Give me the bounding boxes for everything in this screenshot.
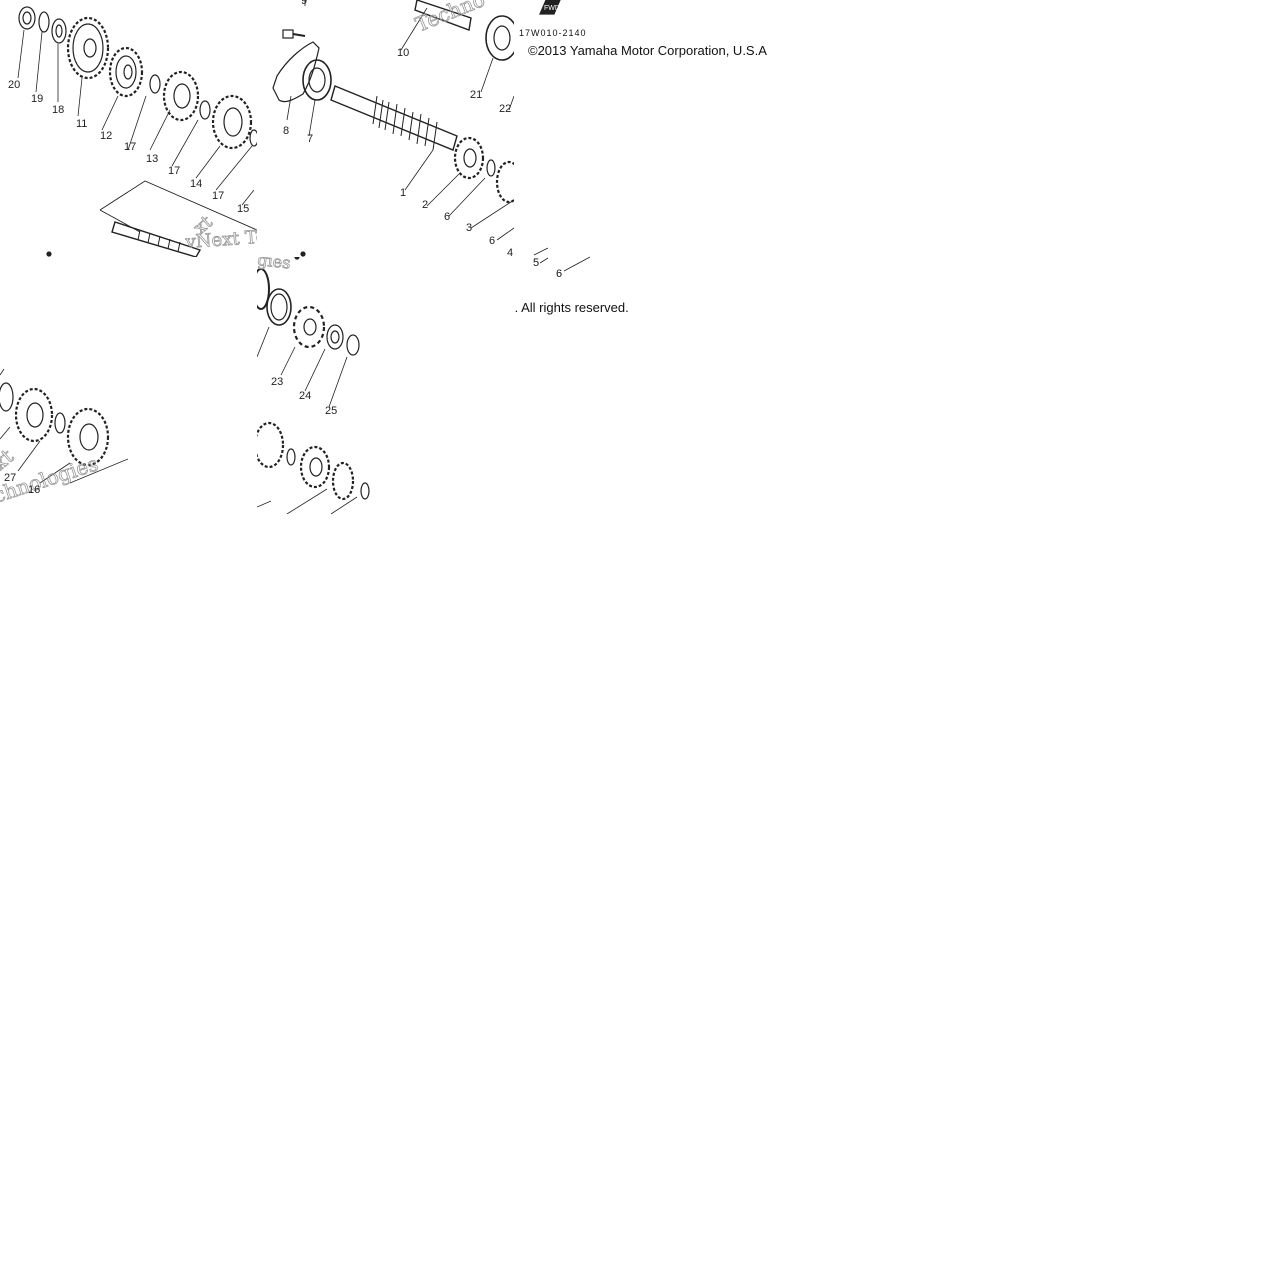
callout-label: 5 [533,257,540,269]
circlip-part-17 [149,74,161,94]
callout-label: 12 [100,130,112,142]
diagram-tile-bottom-left: chnologies xt 27 16 [0,257,257,514]
bearing-part-21 [485,15,514,61]
callout-label: 22 [499,103,511,115]
main-axle-part-1 [330,85,458,151]
callout-label: 9 [301,0,307,7]
copyright-line-1: ©2013 Yamaha Motor Corporation, U.S.A [528,43,767,58]
fwd-mark: FWD [544,5,560,12]
callout-label: 11 [76,118,87,130]
gear-part-27 [14,387,54,443]
watermark-text: gies [257,257,291,272]
diagram-tile-top-middle: Techno 10 8 7 21 22 1 2 6 3 6 4 9 [257,0,514,257]
sprocket-part-24 [292,305,326,349]
callout-label: 17 [124,141,136,153]
callout-label: 20 [8,79,20,91]
circlip-part-25 [346,334,360,356]
fwd-arrow-icon: FWD [533,0,561,256]
washer-part-19 [38,11,50,33]
gear-part-11 [66,16,110,80]
counter-shaft [111,221,202,257]
bolt-part-9 [282,29,306,39]
diagram-tile-top-right: FWD 17W010-2140 ©2013 Yamaha Motor Corpo… [514,0,774,257]
bush-part-20 [18,6,36,30]
callout-label: 24 [299,390,311,402]
exploded-view-drawing: vNext Tec xt 20 19 18 11 12 17 13 17 14 … [8,6,257,257]
drawing-code: 17W010-2140 [519,28,587,38]
exploded-view-drawing: gies 23 24 25 [257,257,370,514]
callout-label: 6 [556,268,563,280]
watermark-text: xt [0,444,18,475]
washer-part-18 [51,18,67,44]
callout-label: 23 [271,376,283,388]
callout-label: 19 [31,93,43,105]
gear-part-14 [211,94,253,150]
callout-label: 6 [489,235,495,247]
callout-label: 17 [212,190,224,202]
exploded-view-drawing: chnologies xt 27 16 [0,368,129,508]
gear-part-12 [108,46,144,98]
bearing-part-7 [302,59,332,101]
callout-label: 21 [470,89,482,101]
callout-label: 17 [168,165,180,177]
callout-label: 8 [283,125,289,137]
callout-label: 15 [237,203,249,215]
callout-label: 4 [507,247,513,257]
gear-part-13 [162,70,200,122]
callout-label: 25 [325,405,337,417]
callout-label: 1 [400,187,406,199]
stopper-plate-part-8 [272,41,320,103]
gear-part-2 [453,136,485,180]
callout-label: 18 [52,104,64,116]
gear-part-16 [66,407,110,467]
diagram-tile-bottom-middle: gies 23 24 25 [257,257,514,514]
callout-label: 7 [307,133,313,145]
callout-label: 2 [422,199,428,211]
callout-label: 16 [28,484,40,496]
callout-label: 13 [146,153,158,165]
callout-label: 14 [190,178,202,190]
callout-label: 3 [466,222,472,234]
copyright-line-2: . All rights reserved. [512,300,629,315]
callout-label: 6 [444,211,450,223]
diagram-tile-top-left: vNext Tec xt 20 19 18 11 12 17 13 17 14 … [0,0,257,257]
callout-label: 10 [397,47,409,59]
watermark-text: Techno [412,0,488,37]
exploded-view-drawing: Techno 10 8 7 21 22 1 2 6 3 6 4 9 [272,0,514,257]
oil-seal-part-23 [266,288,292,326]
callout-label: 27 [4,472,16,484]
leader-lines [540,256,591,272]
